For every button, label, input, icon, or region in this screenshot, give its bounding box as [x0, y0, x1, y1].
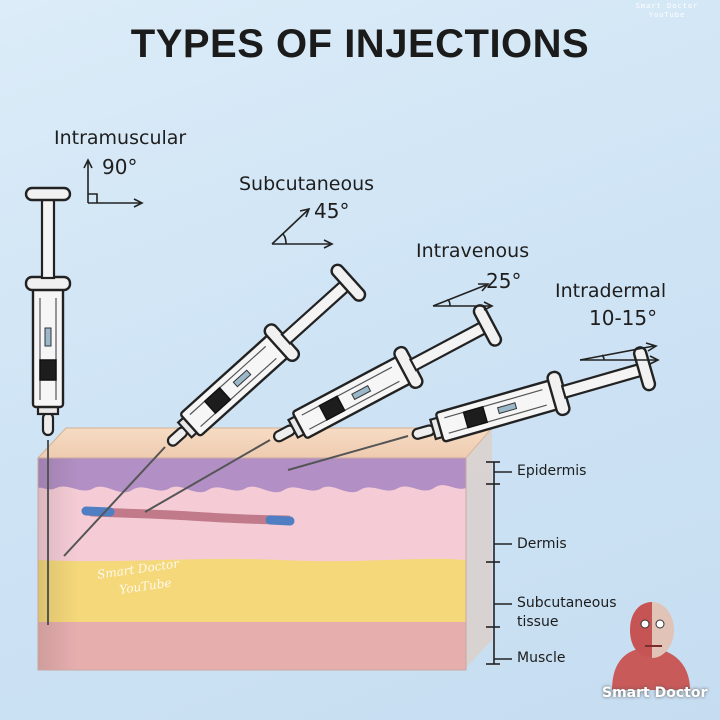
angle-icon-10-15: [579, 342, 660, 365]
label-intramuscular: Intramuscular: [54, 127, 187, 149]
angle-intradermal: 10-15°: [589, 306, 658, 330]
syringe-intradermal: [405, 344, 658, 458]
angle-intramuscular: 90°: [102, 155, 138, 179]
needle-subcutaneous: [63, 446, 166, 557]
angle-intravenous: 25°: [486, 269, 522, 293]
angle-icon-90: [83, 158, 144, 208]
needle-intravenous: [144, 439, 271, 513]
needle-intradermal: [287, 435, 409, 471]
angle-icon-25: [432, 283, 494, 311]
page-title: TYPES OF INJECTIONS: [130, 22, 590, 66]
watermark-logo-text: Smart Doctor: [602, 685, 708, 701]
layer-bracket: [486, 461, 512, 665]
layer-epidermis: [38, 458, 466, 493]
label-subcutaneous: Subcutaneous: [239, 173, 375, 195]
layer-label-dermis: Dermis: [517, 536, 567, 552]
layer-muscle: [38, 620, 466, 670]
label-intravenous: Intravenous: [416, 240, 530, 262]
angle-subcutaneous: 45°: [314, 199, 350, 223]
syringe-intramuscular: [24, 186, 72, 437]
layer-label-muscle: Muscle: [517, 650, 566, 666]
watermark-top: Smart Doctor YouTube: [635, 2, 699, 19]
label-intradermal: Intradermal: [555, 280, 667, 302]
layer-label-subcutaneous-tissue: Subcutaneous tissue: [517, 595, 617, 630]
skin-block-side: [466, 428, 492, 668]
angle-icon-45: [271, 207, 334, 249]
layer-label-epidermis: Epidermis: [517, 463, 587, 479]
layer-subcutaneous: [38, 556, 466, 622]
anatomy-logo: [612, 602, 690, 690]
